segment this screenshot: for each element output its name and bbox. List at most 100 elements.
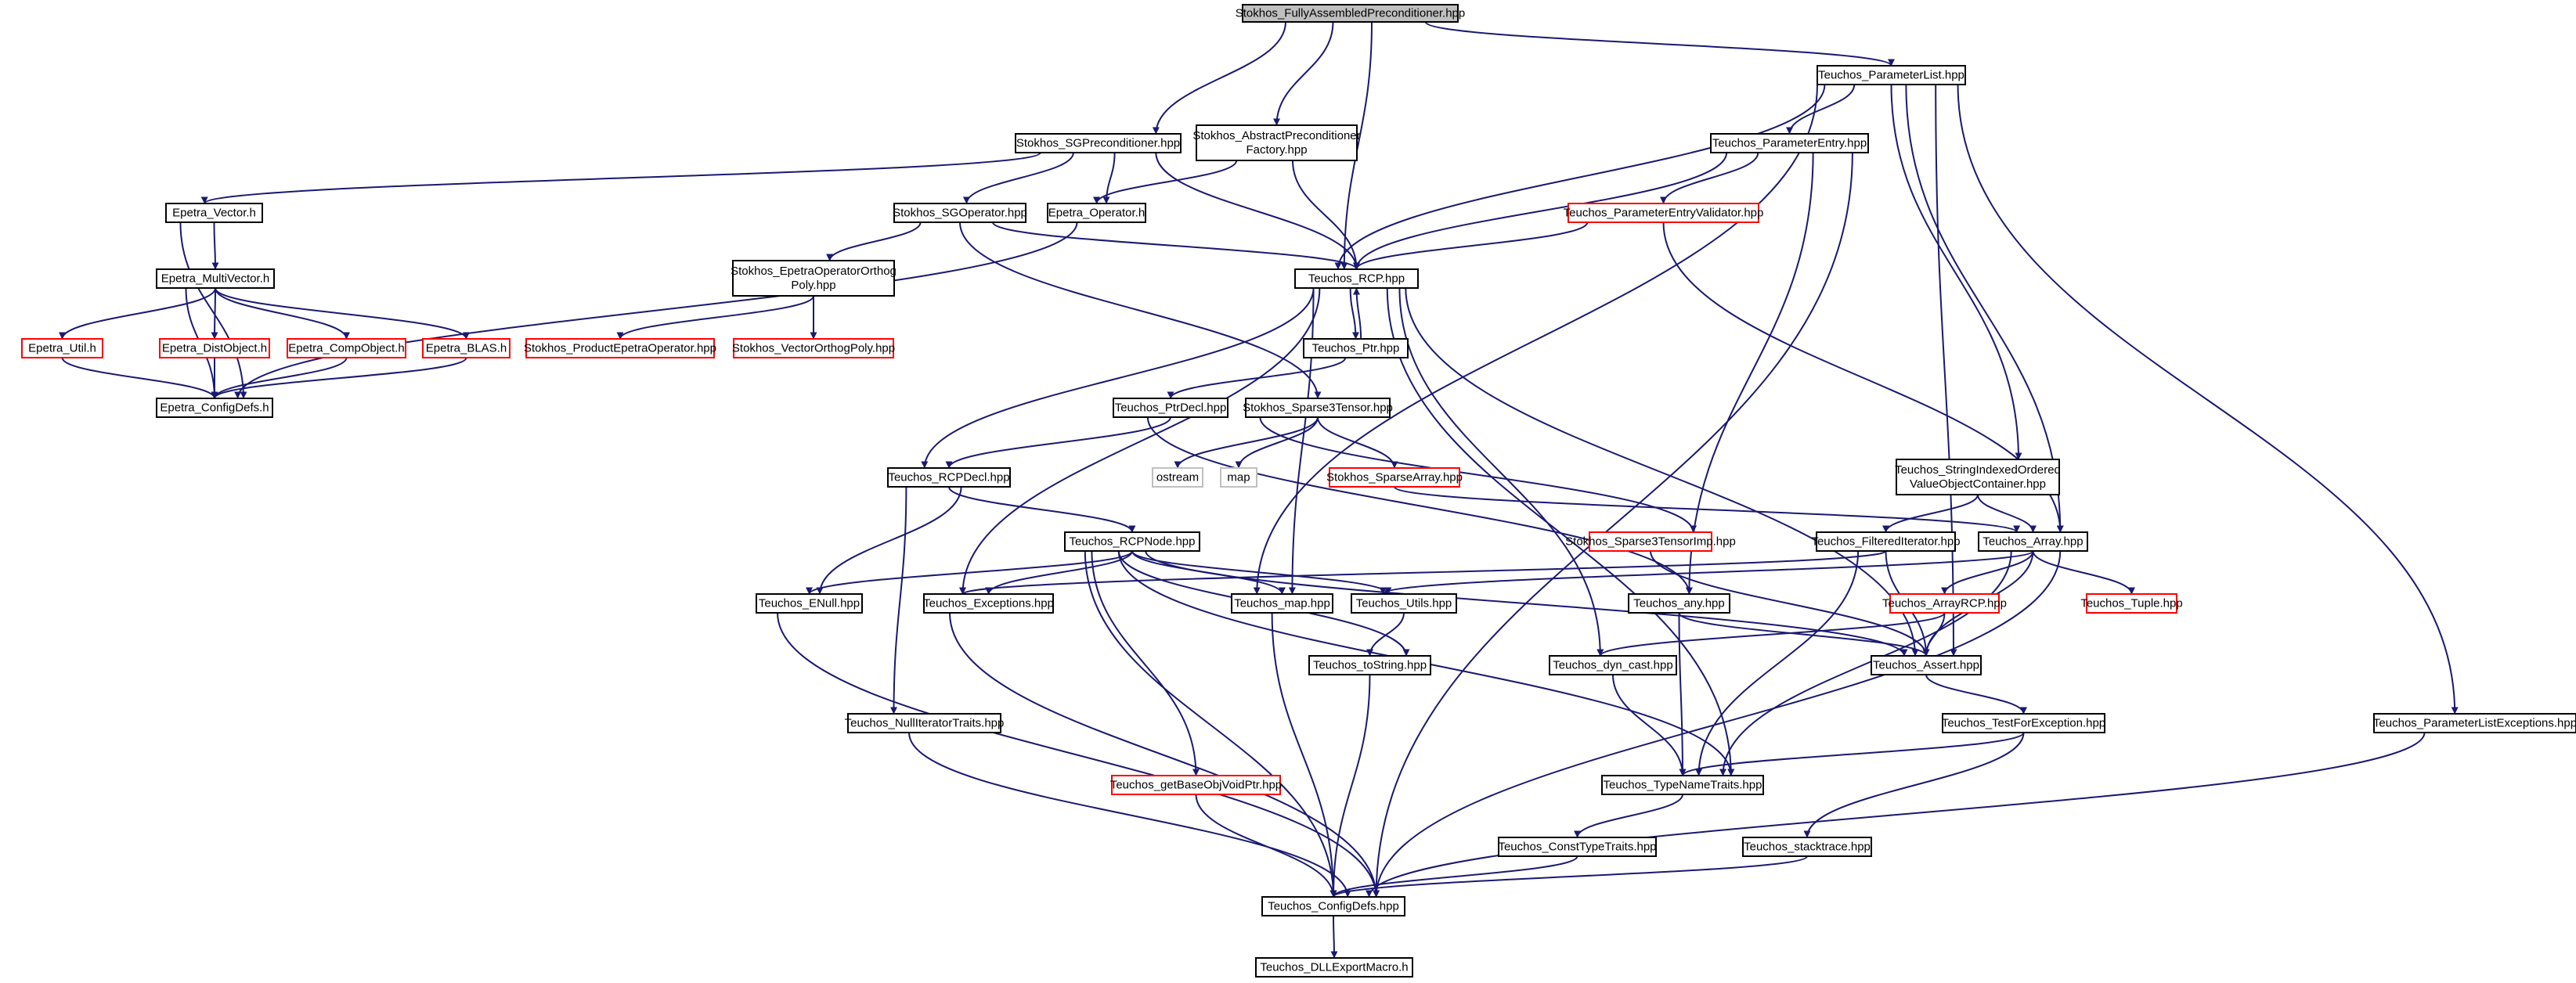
node-map[interactable]: map [1220, 467, 1257, 488]
node-tmap[interactable]: Teuchos_map.hpp [1231, 593, 1333, 614]
node-pev[interactable]: Teuchos_ParameterEntryValidator.hpp [1564, 203, 1764, 223]
edge-arrow [1093, 160, 1238, 204]
node-sp3imp[interactable]: Stokhos_Sparse3TensorImp.hpp [1565, 531, 1736, 552]
node-label: Stokhos_SparseArray.hpp [1326, 471, 1463, 484]
node-any[interactable]: Teuchos_any.hpp [1628, 593, 1730, 614]
edge-arrow [1941, 550, 2034, 595]
node-exc[interactable]: Teuchos_Exceptions.hpp [923, 593, 1054, 614]
node-testexc[interactable]: Teuchos_TestForException.hpp [1942, 713, 2105, 733]
node-label: Teuchos_ParameterEntry.hpp [1712, 137, 1867, 150]
edge-any-to-assert [1678, 612, 1930, 657]
node-box [1064, 531, 1200, 552]
node-filt[interactable]: Teuchos_FilteredIterator.hpp [1811, 531, 1961, 552]
node-epmv[interactable]: Epetra_MultiVector.h [156, 268, 275, 289]
node-strindex[interactable]: Teuchos_StringIndexedOrderedValueObjectC… [1895, 459, 2061, 495]
node-ptrdecl[interactable]: Teuchos_PtrDecl.hpp [1113, 398, 1228, 418]
edge-arrow [1719, 550, 2012, 776]
edge-arrow [1424, 21, 1895, 67]
node-sp3[interactable]: Stokhos_Sparse3Tensor.hpp [1243, 398, 1393, 418]
node-dyn[interactable]: Teuchos_dyn_cast.hpp [1549, 655, 1677, 675]
node-array[interactable]: Teuchos_Array.hpp [1978, 531, 2088, 552]
node-stack[interactable]: Teuchos_stacktrace.hpp [1742, 837, 1872, 857]
node-box [1111, 775, 1281, 795]
edge-testexc-to-tnt [1679, 732, 2025, 776]
edge-arrow [1271, 612, 1337, 898]
node-ptr[interactable]: Teuchos_Ptr.hpp [1303, 338, 1409, 358]
edge-strindex-to-filt [1882, 494, 1979, 533]
edge-arrow [1935, 84, 1957, 657]
node-sgprec[interactable]: Stokhos_SGPreconditioner.hpp [1015, 133, 1182, 153]
edge-root-to-absprec [1273, 21, 1334, 126]
node-epblas[interactable]: Epetra_BLAS.h [422, 338, 511, 358]
edge-arrow [211, 357, 348, 399]
edge-arrow [890, 486, 907, 715]
node-tuple[interactable]: Teuchos_Tuple.hpp [2080, 593, 2183, 614]
node-absprec[interactable]: Stokhos_AbstractPreconditionerFactory.hp… [1192, 124, 1361, 161]
node-eputil[interactable]: Epetra_Util.h [21, 338, 103, 358]
node-dll[interactable]: Teuchos_DLLExportMacro.h [1255, 957, 1413, 978]
node-vecop[interactable]: Stokhos_VectorOrthogPoly.hpp [732, 338, 895, 358]
edge-arrow [1398, 287, 1604, 657]
edge-array-to-tuple [2032, 550, 2135, 595]
node-enull[interactable]: Teuchos_ENull.hpp [756, 593, 863, 614]
edge-arrow [1084, 550, 1337, 898]
edge-plexc-to-tconf [1366, 732, 2426, 898]
edge-epmv-to-eputil [59, 287, 216, 340]
edge-arrow [201, 152, 1041, 204]
node-label: Epetra_Vector.h [172, 207, 256, 220]
node-sparr[interactable]: Stokhos_SparseArray.hpp [1326, 467, 1463, 488]
edge-array-to-arcp [1941, 550, 2034, 595]
node-utils[interactable]: Teuchos_Utils.hpp [1351, 593, 1457, 614]
node-box [1329, 467, 1460, 488]
node-label: Teuchos_StringIndexedOrdered [1895, 463, 2061, 477]
node-label: Teuchos_ParameterListExceptions.hpp [2373, 717, 2576, 730]
node-tnt[interactable]: Teuchos_TypeNameTraits.hpp [1601, 775, 1764, 795]
node-rcpnode[interactable]: Teuchos_RCPNode.hpp [1064, 531, 1200, 552]
edge-arrow [1259, 416, 1697, 533]
edge-arrow [215, 287, 470, 340]
edge-arrow [1685, 152, 1814, 595]
edge-assert-to-testexc [1925, 674, 2027, 715]
node-box [923, 593, 1054, 614]
node-epdist[interactable]: Epetra_DistObject.h [159, 338, 270, 358]
node-plexc[interactable]: Teuchos_ParameterListExceptions.hpp [2373, 713, 2576, 733]
edge-nullit-to-tconf [908, 732, 1351, 898]
edge-arrow [61, 357, 218, 399]
node-paramentry[interactable]: Teuchos_ParameterEntry.hpp [1710, 133, 1869, 153]
node-epvec[interactable]: Epetra_Vector.h [165, 203, 263, 223]
node-box [156, 268, 275, 289]
node-tconf[interactable]: Teuchos_ConfigDefs.hpp [1261, 896, 1405, 916]
node-epcomp[interactable]: Epetra_CompObject.h [287, 338, 406, 358]
edge-arrow [948, 486, 1136, 533]
node-rcpdecl[interactable]: Teuchos_RCPDecl.hpp [887, 467, 1011, 488]
node-tostr[interactable]: Teuchos_toString.hpp [1308, 655, 1431, 675]
edge-arrow [215, 287, 350, 340]
node-prodop[interactable]: Stokhos_ProductEpetraOperator.hpp [524, 338, 716, 358]
node-sgop[interactable]: Stokhos_SGOperator.hpp [893, 203, 1027, 223]
edge-arrow [1977, 494, 2037, 533]
node-rcp[interactable]: Teuchos_RCP.hpp [1294, 268, 1419, 289]
edge-rcpdecl-to-rcpnode [948, 486, 1136, 533]
edge-sparr-to-array [1394, 486, 2020, 533]
edge-filt-to-exc [959, 550, 1887, 595]
node-box [1896, 459, 2060, 495]
node-label: Teuchos_ParameterList.hpp [1818, 69, 1964, 82]
node-arcp[interactable]: Teuchos_ArrayRCP.hpp [1882, 593, 2007, 614]
edge-sgprec-to-epop [1102, 152, 1116, 204]
node-gbovp[interactable]: Teuchos_getBaseObjVoidPtr.hpp [1110, 775, 1282, 795]
node-ctt[interactable]: Teuchos_ConstTypeTraits.hpp [1498, 837, 1657, 857]
node-nullit[interactable]: Teuchos_NullIteratorTraits.hpp [845, 713, 1005, 733]
node-ostream[interactable]: ostream [1152, 467, 1203, 488]
edge-arrow [1379, 550, 2034, 595]
node-root[interactable]: Stokhos_FullyAssembledPreconditioner.hpp [1236, 4, 1466, 23]
edge-rcp-to-exc [959, 287, 1321, 595]
node-box [1978, 531, 2088, 552]
edge-arrow [1292, 160, 1360, 270]
node-paramlist[interactable]: Teuchos_ParameterList.hpp [1817, 65, 1966, 85]
edge-sgprec-to-sgop [962, 152, 1074, 204]
edge-arrow [1349, 287, 1359, 340]
node-epop[interactable]: Epetra_Operator.h [1047, 203, 1146, 223]
node-assert[interactable]: Teuchos_Assert.hpp [1871, 655, 1982, 675]
node-epconf[interactable]: Epetra_ConfigDefs.h [156, 398, 273, 418]
